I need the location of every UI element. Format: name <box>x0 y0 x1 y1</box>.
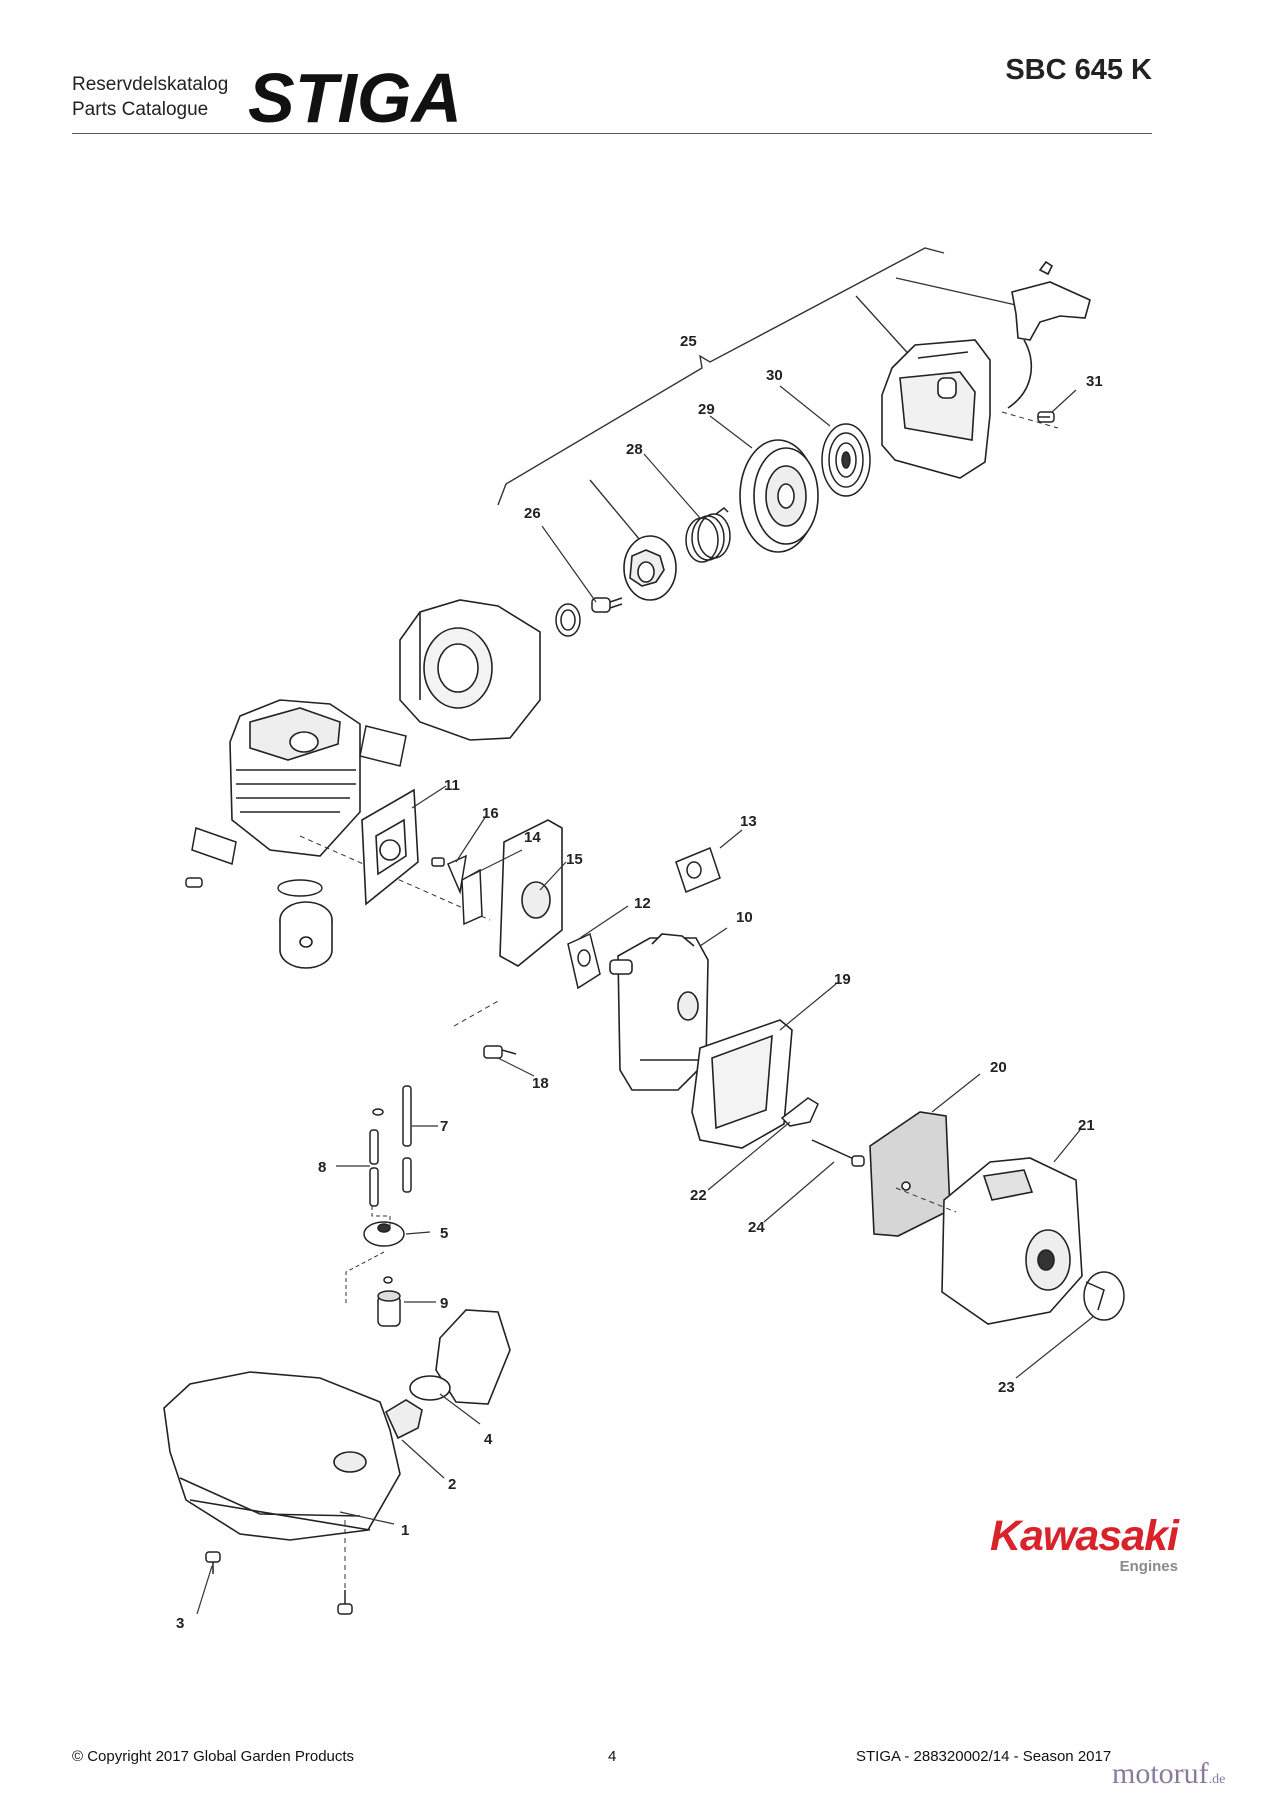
piston <box>279 901 333 969</box>
bracket-22 <box>780 1097 819 1127</box>
callout-11: 11 <box>444 777 460 794</box>
carburetor-gasket <box>567 932 601 990</box>
callout-15: 15 <box>566 851 583 868</box>
air-cleaner-base <box>691 1019 793 1149</box>
callout-4: 4 <box>484 1431 493 1448</box>
footer-page-number: 4 <box>608 1748 617 1765</box>
starter-housing <box>881 339 991 479</box>
fuel-tank-grommet <box>363 1221 405 1247</box>
crankcase <box>399 599 541 741</box>
group-bracket-25 <box>497 247 945 506</box>
air-cleaner-cover <box>941 1157 1083 1325</box>
callout-22: 22 <box>690 1187 707 1204</box>
stiga-logo-text: STIGA <box>248 59 462 137</box>
callout-5: 5 <box>440 1225 448 1242</box>
callout-18: 18 <box>532 1075 549 1092</box>
pulley-screw <box>591 597 623 613</box>
watermark-suffix: .de <box>1208 1772 1226 1787</box>
callout-19: 19 <box>834 971 851 988</box>
tank-cap <box>409 1309 511 1405</box>
starter-pulley <box>739 439 819 553</box>
recoil-spring <box>821 423 871 497</box>
callout-14: 14 <box>524 829 541 846</box>
exhaust-cover-plate <box>185 827 237 888</box>
flange-gasket <box>675 847 721 893</box>
callout-1: 1 <box>401 1522 409 1539</box>
callout-10: 10 <box>736 909 753 926</box>
cylinder <box>229 699 361 857</box>
callout-24: 24 <box>748 1219 765 1236</box>
callout-25: 25 <box>680 333 697 350</box>
callout-28: 28 <box>626 441 643 458</box>
ratchet-hub <box>623 535 677 601</box>
screw-31 <box>1037 411 1055 423</box>
callout-16: 16 <box>482 805 499 822</box>
callout-26: 26 <box>524 505 541 522</box>
choke-plate <box>461 868 483 926</box>
kawasaki-logo-word: Kawasaki <box>989 1512 1179 1560</box>
callout-7: 7 <box>440 1118 448 1135</box>
catalog-label-swedish: Reservdelskatalog <box>72 74 229 95</box>
insulator-screw <box>483 1045 517 1059</box>
stiga-logo: STIGA <box>248 59 462 137</box>
watermark-main: motoruf <box>1112 1757 1209 1790</box>
callout-23: 23 <box>998 1379 1015 1396</box>
callout-20: 20 <box>990 1059 1007 1076</box>
header-divider <box>72 133 1152 134</box>
kawasaki-engines-logo: Kawasaki Engines <box>968 1512 1179 1576</box>
model-number: SBC 645 K <box>1005 54 1152 86</box>
insulator-block <box>499 819 563 967</box>
pawl-spring <box>685 507 731 563</box>
intake-gasket <box>361 788 419 906</box>
starter-handle <box>1007 260 1091 409</box>
kawasaki-logo-sub: Engines <box>1119 1558 1178 1575</box>
callout-8: 8 <box>318 1159 326 1176</box>
leader-lines <box>196 385 1095 1615</box>
callout-12: 12 <box>634 895 651 912</box>
cylinder-gasket-plate <box>359 725 407 767</box>
air-filter-element <box>869 1111 951 1237</box>
tank-screw <box>205 1551 353 1615</box>
piston-ring <box>277 879 323 897</box>
catalog-label-english: Parts Catalogue <box>72 99 209 120</box>
shaft-seal <box>555 603 581 637</box>
callout-30: 30 <box>766 367 783 384</box>
callout-9: 9 <box>440 1295 448 1312</box>
callout-2: 2 <box>448 1476 456 1493</box>
carburetor <box>609 933 709 1091</box>
footer-copyright: © Copyright 2017 Global Garden Products <box>72 1748 355 1765</box>
choke-lever <box>431 854 467 895</box>
bolt-24 <box>811 1139 865 1167</box>
fuel-filter <box>377 1276 401 1327</box>
callout-29: 29 <box>698 401 715 418</box>
fuel-tank <box>163 1371 423 1541</box>
watermark: motoruf.de <box>1112 1757 1225 1791</box>
fuel-line <box>369 1085 412 1207</box>
callout-numbers: 1 2 3 4 5 7 8 9 10 11 12 13 14 15 16 18 … <box>176 333 1103 1632</box>
callout-13: 13 <box>740 813 757 830</box>
cover-knob <box>1083 1271 1125 1321</box>
callout-21: 21 <box>1078 1117 1095 1134</box>
callout-3: 3 <box>176 1615 184 1632</box>
footer-reference: STIGA - 288320002/14 - Season 2017 <box>856 1748 1112 1765</box>
catalog-label: Reservdelskatalog Parts Catalogue <box>72 72 228 122</box>
callout-31: 31 <box>1086 373 1103 390</box>
